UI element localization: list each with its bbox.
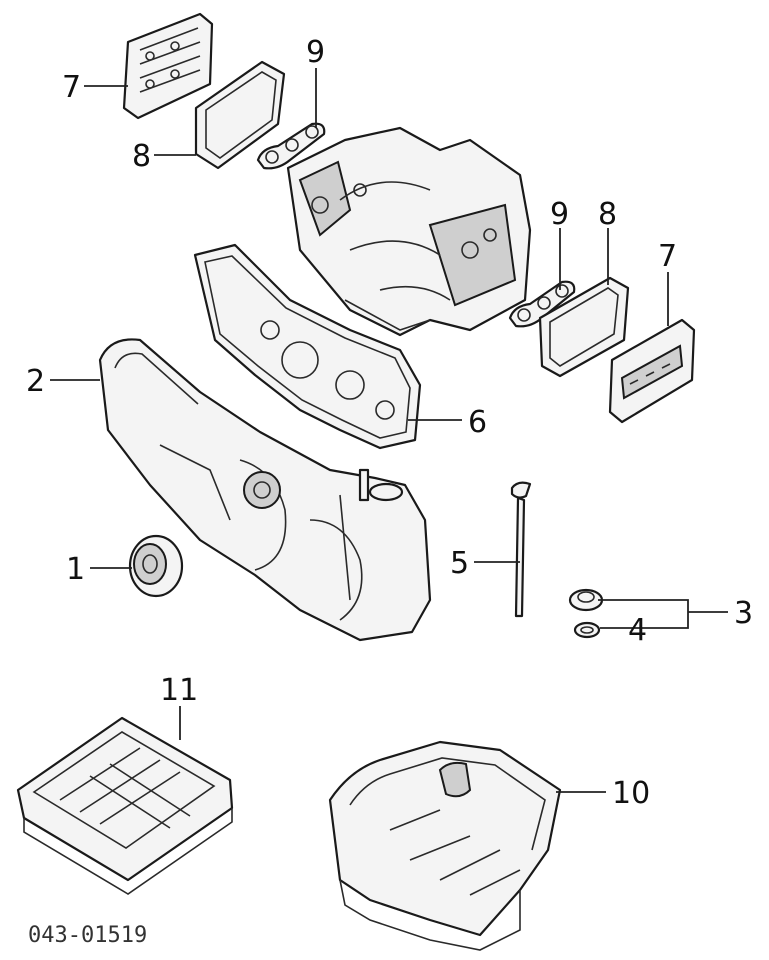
callout-1: 1 xyxy=(66,552,85,587)
callouts: 7 8 9 9 8 7 2 6 1 5 3 4 11 10 xyxy=(26,35,753,811)
leader-lines xyxy=(50,68,728,793)
callout-9-left: 9 xyxy=(306,35,325,70)
diagram-code: 043-01519 xyxy=(28,923,147,948)
callout-2: 2 xyxy=(26,364,45,399)
valve-cover-gasket-left-part xyxy=(194,60,286,170)
valve-cover-left-part xyxy=(122,12,214,120)
timing-belt-cover-front-part xyxy=(98,338,432,642)
cylinder-head-assembly-part xyxy=(286,126,532,337)
valve-cover-gasket-right-part xyxy=(538,276,630,378)
callout-7-left: 7 xyxy=(62,70,81,105)
valve-cover-right-part xyxy=(608,318,696,424)
oil-pan-part xyxy=(328,740,562,951)
callout-5: 5 xyxy=(450,546,469,581)
callout-7-right: 7 xyxy=(658,239,677,274)
callout-4: 4 xyxy=(628,613,647,648)
timing-belt-cover-inner-part xyxy=(193,243,422,450)
callout-9-right: 9 xyxy=(550,197,569,232)
callout-11: 11 xyxy=(160,673,198,708)
oil-level-gauge-part xyxy=(510,481,532,618)
leader-3 xyxy=(598,599,728,629)
crankshaft-pulley-part xyxy=(128,534,184,598)
callout-6: 6 xyxy=(468,405,487,440)
callout-10: 10 xyxy=(612,776,650,811)
callout-8-left: 8 xyxy=(132,139,151,174)
callout-8-right: 8 xyxy=(598,197,617,232)
oil-filler-cap-part xyxy=(568,588,604,612)
plug-seal-right-part xyxy=(508,280,576,328)
callout-3: 3 xyxy=(734,596,753,631)
plug-seal-left-part xyxy=(256,122,326,170)
oil-pan-baffle-part xyxy=(16,716,234,895)
o-ring-part xyxy=(573,621,601,639)
